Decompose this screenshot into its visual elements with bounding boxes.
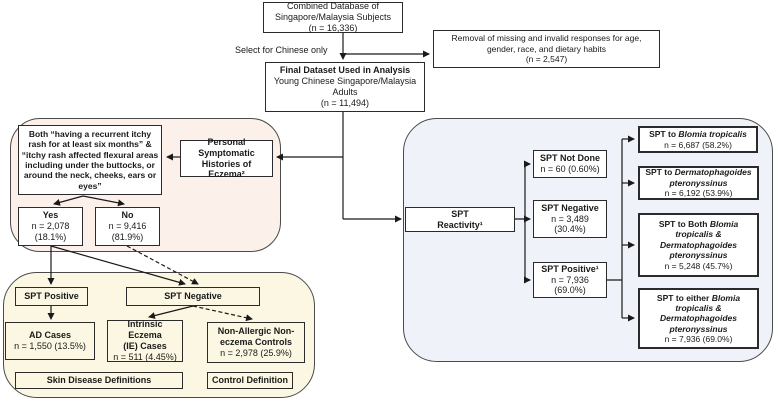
spt-blomia-species: Blomia tropicalis	[678, 129, 747, 140]
spt-negative-result-value: n = 3,489 (30.4%)	[551, 213, 589, 235]
spt-both-species: Blomia tropicalis & Dermatophagoides pte…	[660, 219, 739, 261]
non-allergic-controls-value: n = 2,978 (25.9%)	[220, 347, 292, 358]
spt-blomia-prefix: SPT to	[649, 129, 677, 140]
spt-blomia-value: n = 6,687 (58.2%)	[664, 139, 732, 150]
skin-disease-definitions-box: Skin Disease Definitions	[15, 372, 183, 389]
yes-value: n = 2,078 (18.1%)	[31, 221, 70, 242]
non-allergic-controls-title: Non-Allergic Non- eczema Controls	[217, 326, 295, 348]
line-reactivity-bracket	[515, 164, 526, 280]
spt-blomia-title: SPT to Blomia tropicalis	[649, 129, 747, 139]
spt-not-done-value: n = 60 (0.60%)	[540, 164, 600, 174]
spt-derm-value: n = 6,192 (53.9%)	[664, 188, 733, 199]
spt-positive-header: SPT Positive	[24, 291, 79, 302]
yes-title: Yes	[42, 210, 59, 221]
ad-cases-title: AD Cases	[28, 330, 72, 341]
arrow-no-to-sptneg-dashed	[126, 245, 199, 285]
arrow-criteria-to-no	[82, 195, 125, 207]
spt-derm-prefix: SPT to	[645, 167, 673, 178]
no-title: No	[121, 210, 134, 221]
spt-both-title: SPT to Both Blomia tropicalis & Dermatop…	[642, 219, 755, 260]
ad-cases-value: n = 1,550 (13.5%)	[14, 341, 86, 351]
arrow-yes-to-sptneg	[50, 245, 186, 286]
skin-disease-definitions-label: Skin Disease Definitions	[46, 375, 152, 386]
spt-reactivity-box: SPT Reactivity¹	[405, 207, 515, 232]
spt-positive-result-title: SPT Positive¹	[541, 263, 599, 274]
spt-either-box: SPT to either Blomia tropicalis & Dermat…	[638, 288, 759, 349]
spt-positive-header-box: SPT Positive	[15, 287, 88, 306]
spt-not-done-title: SPT Not Done	[540, 153, 600, 164]
personal-histories-box: Personal Symptomatic Histories of Eczema…	[180, 137, 273, 179]
spt-derm-title: SPT to Dermatophagoides pteronyssinus	[642, 167, 755, 188]
spt-negative-result-title: SPT Negative	[541, 202, 599, 213]
spt-both-value: n = 5,248 (45.7%)	[664, 260, 733, 271]
line-positive-bracket	[607, 139, 623, 318]
combined-database-text: Combined Database of Singapore/Malaysia …	[274, 1, 392, 33]
arrow-sptneg-to-ctrl-dashed	[192, 305, 253, 322]
control-definition-label: Control Definition	[212, 375, 288, 386]
spt-either-value: n = 7,936 (69.0%)	[664, 334, 733, 345]
eczema-criteria-box: Both “having a recurrent itchy rash for …	[18, 125, 162, 195]
spt-either-title: SPT to either Blomia tropicalis & Dermat…	[642, 293, 755, 334]
personal-histories-text: Personal Symptomatic Histories of Eczema…	[198, 136, 255, 180]
spt-reactivity-label: SPT Reactivity¹	[437, 208, 483, 230]
removal-box: Removal of missing and invalid responses…	[433, 30, 660, 68]
arrow-sptneg-to-ie	[148, 305, 194, 319]
removal-text: Removal of missing and invalid responses…	[451, 33, 642, 65]
spt-positive-result-value: n = 7,936 (69.0%)	[551, 274, 589, 296]
spt-either-prefix: SPT to either	[656, 292, 710, 303]
spt-both-prefix: SPT to Both	[658, 219, 708, 230]
control-definition-box: Control Definition	[207, 372, 293, 389]
spt-negative-header: SPT Negative	[164, 291, 222, 302]
select-chinese-label: Select for Chinese only	[235, 45, 328, 55]
combined-database-box: Combined Database of Singapore/Malaysia …	[263, 1, 403, 33]
intrinsic-eczema-value: n = 511 (4.45%)	[113, 351, 177, 362]
spt-either-species: Blomia tropicalis & Dermatophagoides pte…	[660, 292, 741, 334]
eczema-criteria-text: Both “having a recurrent itchy rash for …	[21, 128, 159, 191]
no-value: n = 9,416 (81.9%)	[108, 221, 147, 242]
final-dataset-title: Final Dataset Used in Analysis	[279, 65, 411, 76]
spt-negative-header-box: SPT Negative	[126, 287, 260, 306]
spt-derm-species: Dermatophagoides pteronyssinus	[669, 167, 752, 188]
final-dataset-body: Young Chinese Singapore/Malaysia Adults …	[273, 76, 417, 108]
spt-both-box: SPT to Both Blomia tropicalis & Dermatop…	[638, 213, 759, 277]
arrow-criteria-to-yes	[53, 195, 84, 206]
intrinsic-eczema-title: Intrinsic Eczema (IE) Cases	[123, 319, 167, 351]
